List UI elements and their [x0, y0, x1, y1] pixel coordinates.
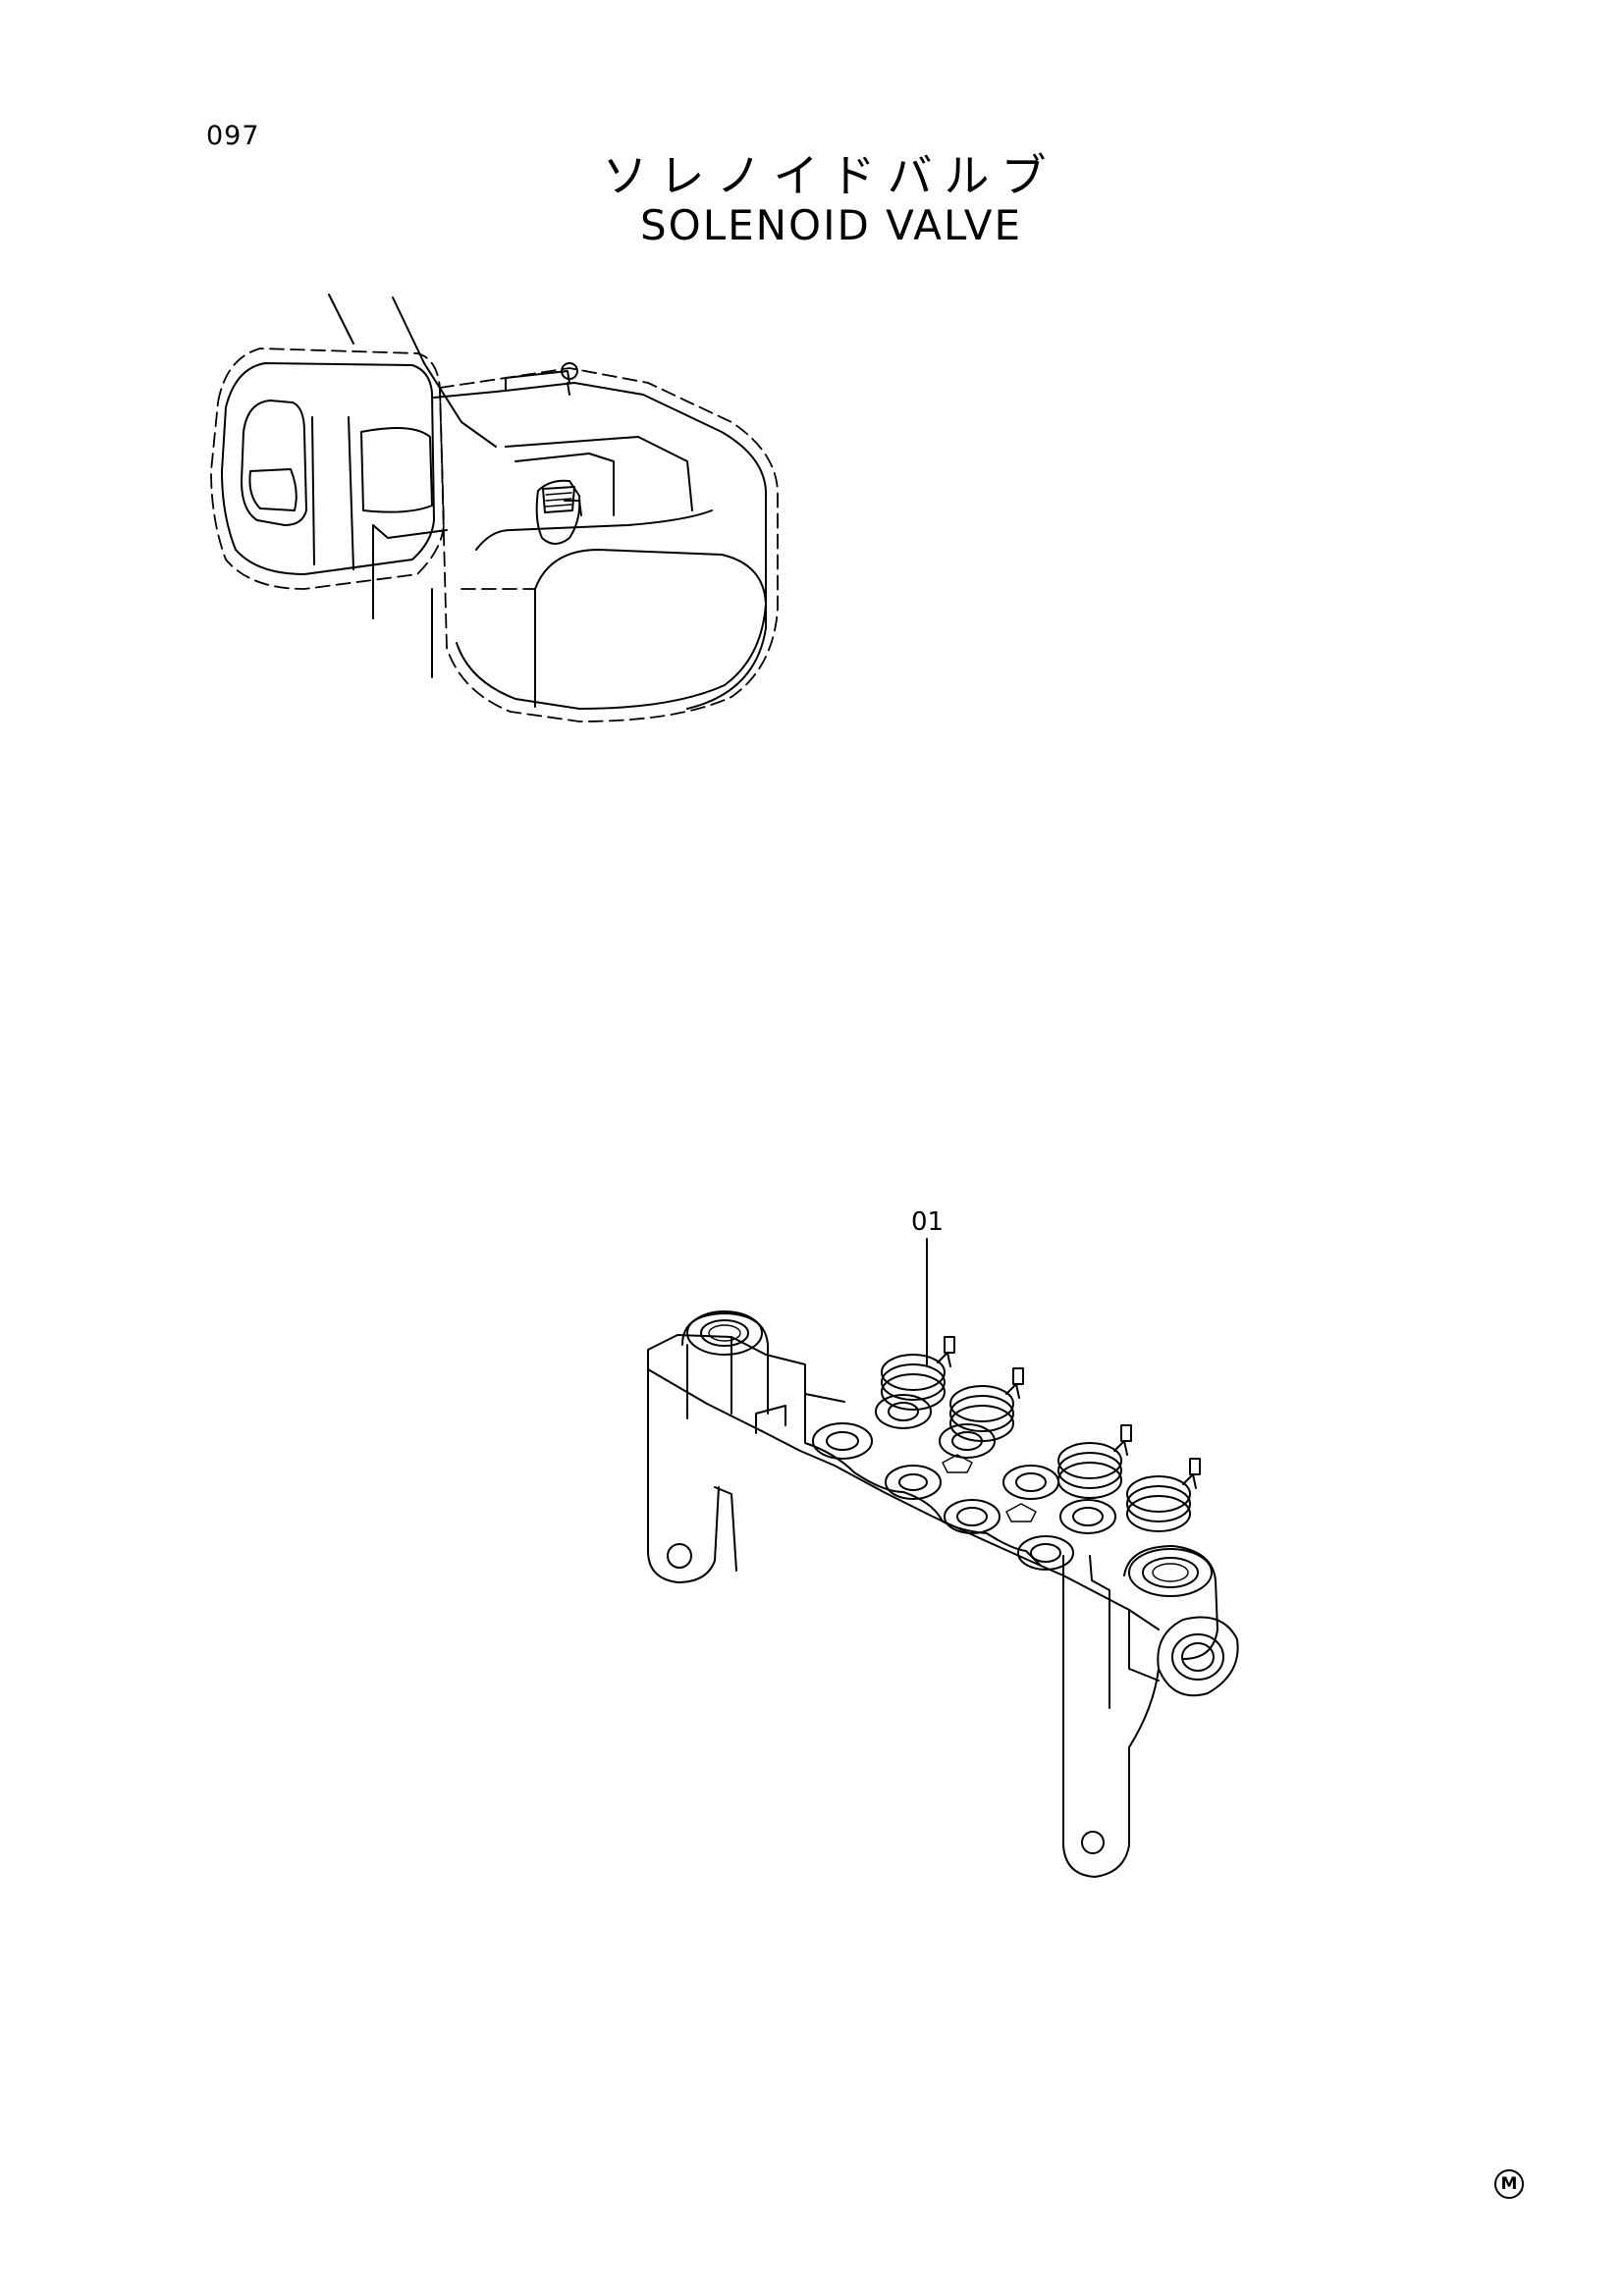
valve-ports	[812, 1394, 1116, 1571]
solenoid-coils	[881, 1336, 1201, 1532]
part-callout-01: 01	[911, 1207, 945, 1237]
title-japanese: ソレノイドバルブ	[602, 149, 1058, 202]
title-english: SOLENOID VALVE	[639, 201, 1023, 249]
m-mark-icon: M	[1494, 2169, 1524, 2199]
excavator-overview	[210, 294, 779, 722]
solenoid-valve-illustration	[647, 1238, 1239, 1878]
page-number: 097	[206, 121, 260, 151]
